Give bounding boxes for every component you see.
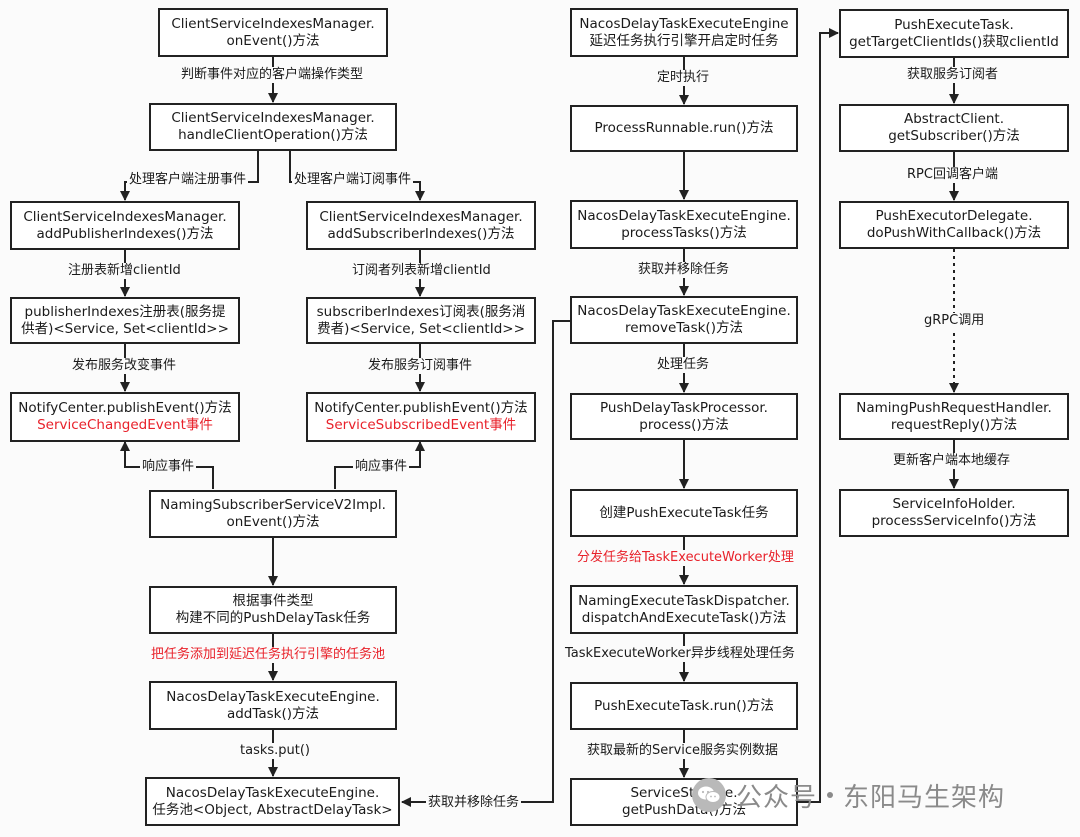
edge-label-worker-async: TaskExecuteWorker异步线程处理任务 <box>563 646 797 662</box>
node-engine-process-tasks: NacosDelayTaskExecuteEngine.processTasks… <box>570 200 798 249</box>
edge-label-subscribe-event: 处理客户端订阅事件 <box>292 172 414 188</box>
node-service-storage-get-push-data: ServiceStorage.getPushData()方法 <box>570 778 798 826</box>
edge-label-update-cache: 更新客户端本地缓存 <box>891 453 1013 469</box>
edge-label-tasks-put: tasks.put() <box>238 743 313 759</box>
node-add-publisher-indexes: ClientServiceIndexesManager.addPublisher… <box>10 201 240 250</box>
watermark-right-text: 东阳马生架构 <box>843 782 1006 813</box>
node-naming-execute-task-dispatcher: NamingExecuteTaskDispatcher.dispatchAndE… <box>570 585 798 634</box>
node-engine-remove-task: NacosDelayTaskExecuteEngine.removeTask()… <box>570 296 798 344</box>
node-naming-subscriber-onevent: NamingSubscriberServiceV2Impl.onEvent()方… <box>149 490 397 538</box>
node-abstract-client-get-subscriber: AbstractClient.getSubscriber()方法 <box>839 104 1069 152</box>
node-push-delay-task-processor: PushDelayTaskProcessor.process()方法 <box>570 393 798 440</box>
wechat-icon <box>692 778 726 812</box>
edge-label-add-to-pool: 把任务添加到延迟任务执行引擎的任务池 <box>149 647 388 663</box>
edge-label-grpc: gRPC调用 <box>922 313 987 329</box>
edge-label-get-remove: 获取并移除任务 <box>636 262 732 278</box>
edge-label-register-event: 处理客户端注册事件 <box>127 172 249 188</box>
edge-label-publish-subscribe: 发布服务订阅事件 <box>366 358 475 374</box>
node-handle-client-operation: ClientServiceIndexesManager.handleClient… <box>149 103 397 151</box>
node-engine-add-task: NacosDelayTaskExecuteEngine.addTask()方法 <box>149 681 397 730</box>
node-client-service-onevent: ClientServiceIndexesManager.onEvent()方法 <box>158 8 388 57</box>
node-create-push-execute-task: 创建PushExecuteTask任务 <box>570 489 798 537</box>
edge-label-publish-change: 发布服务改变事件 <box>70 358 179 374</box>
edge-label-respond-1: 响应事件 <box>140 459 197 475</box>
edge-label-latest-data: 获取最新的Service服务实例数据 <box>585 743 781 759</box>
edge-label-subscriber-client-id: 订阅者列表新增clientId <box>350 263 493 279</box>
node-service-info-holder: ServiceInfoHolder.processServiceInfo()方法 <box>839 489 1069 537</box>
node-engine-task-pool: NacosDelayTaskExecuteEngine.任务池<Object, … <box>145 777 400 826</box>
watermark: 公众号 东阳马生架构 <box>692 775 1005 815</box>
node-push-executor-delegate: PushExecutorDelegate.doPushWithCallback(… <box>839 201 1069 249</box>
edge-label-rpc-callback: RPC回调客户端 <box>905 167 1000 183</box>
edge-label-judge-operation: 判断事件对应的客户端操作类型 <box>179 67 366 83</box>
edge-label-get-subscriber: 获取服务订阅者 <box>905 67 1001 83</box>
node-get-target-client-ids: PushExecuteTask.getTargetClientIds()获取cl… <box>839 9 1069 58</box>
node-add-subscriber-indexes: ClientServiceIndexesManager.addSubscribe… <box>306 201 536 250</box>
edge-label-fetch-remove: 获取并移除任务 <box>426 795 522 811</box>
edge-label-dispatch-worker: 分发任务给TaskExecuteWorker处理 <box>575 550 796 566</box>
edge-label-timer: 定时执行 <box>655 70 712 86</box>
node-subscriber-indexes-table: subscriberIndexes订阅表(服务消费者)<Service, Set… <box>306 297 536 344</box>
watermark-separator <box>827 792 834 798</box>
node-process-runnable-run: ProcessRunnable.run()方法 <box>570 105 798 152</box>
edge-label-add-client-id: 注册表新增clientId <box>66 263 183 279</box>
node-naming-push-request-handler: NamingPushRequestHandler.requestReply()方… <box>839 393 1069 440</box>
arrow <box>798 28 839 803</box>
edge-label-process: 处理任务 <box>655 357 712 373</box>
node-push-execute-task-run: PushExecuteTask.run()方法 <box>570 682 798 730</box>
node-publisher-indexes-table: publisherIndexes注册表(服务提供者)<Service, Set<… <box>10 297 240 344</box>
node-build-push-delay-task: 根据事件类型构建不同的PushDelayTask任务 <box>149 586 397 634</box>
watermark-left-text: 公众号 <box>736 782 818 813</box>
edge-label-respond-2: 响应事件 <box>353 459 410 475</box>
